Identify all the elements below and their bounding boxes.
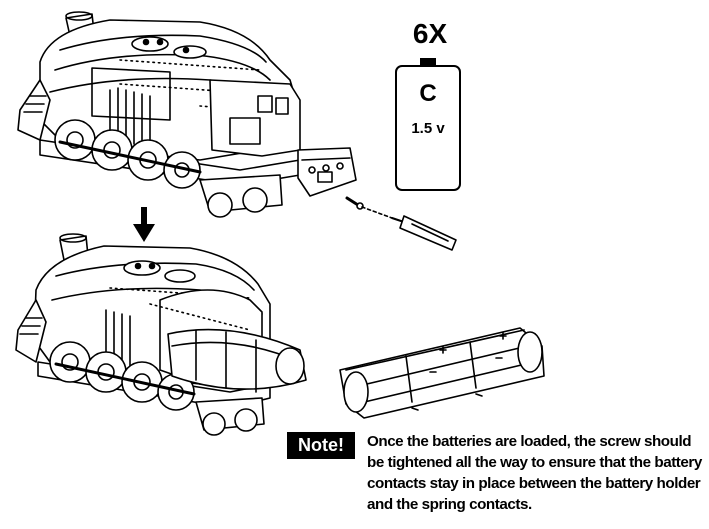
battery-pack-illustration	[339, 327, 545, 419]
screw-icon	[345, 196, 364, 210]
battery-type-label: C	[419, 80, 437, 107]
battery-icon	[395, 58, 461, 191]
note-badge: Note!	[287, 432, 355, 459]
screwdriver-icon	[391, 215, 457, 251]
note-text: Once the batteries are loaded, the screw…	[367, 433, 702, 513]
battery-quantity: 6X	[412, 18, 448, 49]
down-arrow-icon	[133, 207, 155, 242]
locomotive-top-illustration	[17, 11, 357, 218]
locomotive-bottom-illustration	[15, 233, 307, 436]
battery-voltage-label: 1.5 v	[411, 120, 445, 137]
